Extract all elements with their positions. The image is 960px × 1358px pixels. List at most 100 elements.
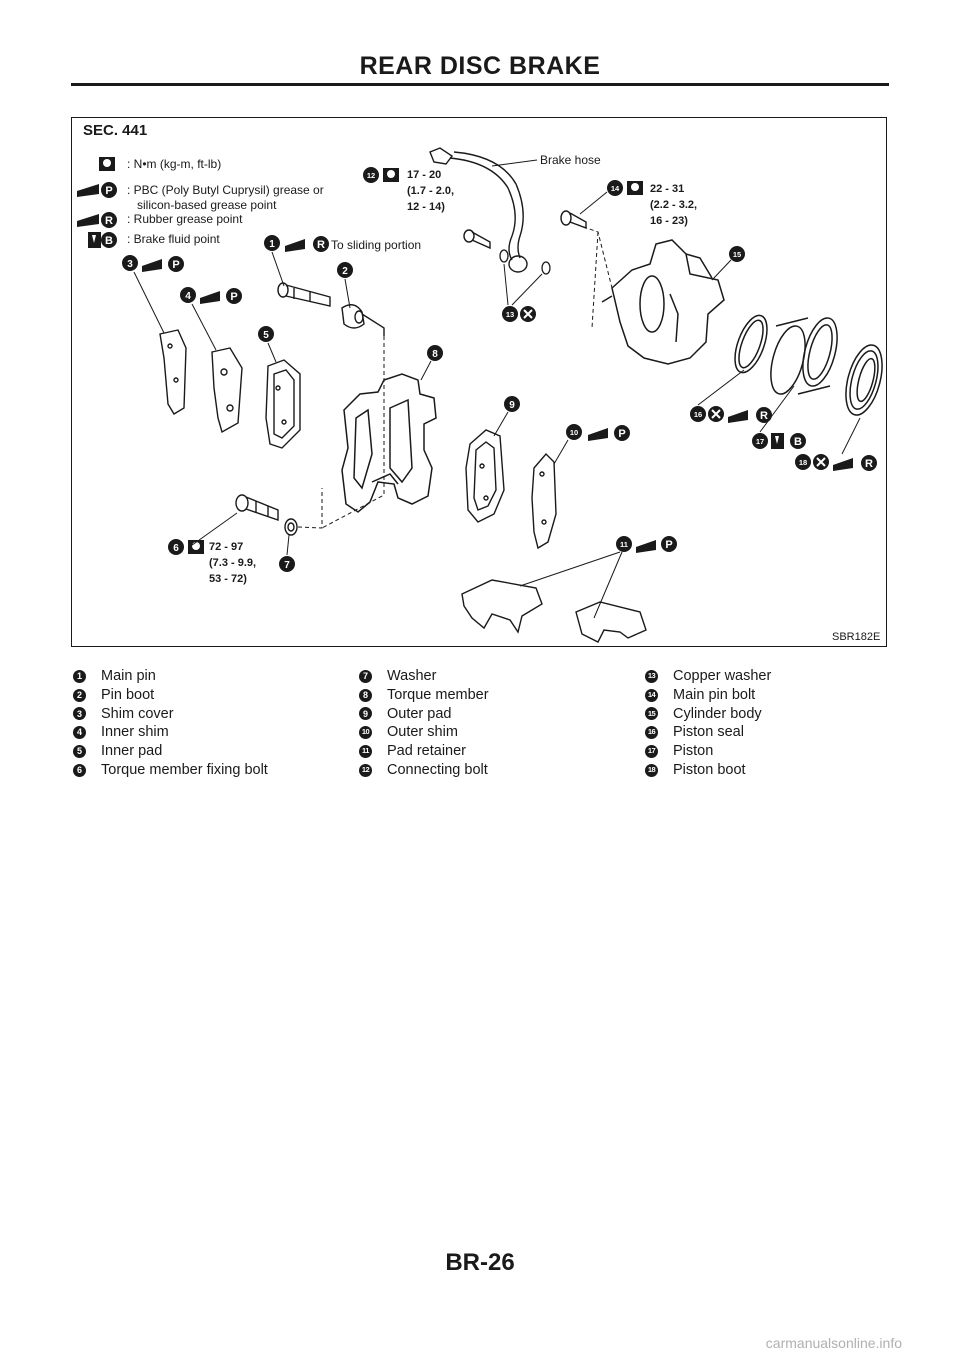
svg-text:1: 1 [269, 239, 275, 250]
part-name: Main pin bolt [673, 686, 756, 703]
outer-shim-drawing [531, 452, 557, 550]
svg-text:6: 6 [173, 543, 179, 554]
svg-text:4: 4 [185, 291, 191, 302]
badge-r-icon [756, 407, 772, 423]
do-not-reuse-icon [520, 306, 536, 322]
grease-gun-icon [142, 259, 162, 272]
brake-fluid-icon [88, 232, 101, 248]
part-name: Pin boot [101, 686, 155, 703]
callout-12: 12 [363, 167, 379, 183]
part-name: Shim cover [101, 705, 174, 722]
section-label: SEC. 441 [83, 122, 147, 139]
list-item: 14 Main pin bolt [645, 686, 893, 705]
callout-number-icon: 12 [359, 763, 372, 777]
main-pin-bolt-drawing [560, 210, 587, 230]
badge-r-icon [313, 236, 329, 252]
svg-text:18: 18 [799, 458, 807, 467]
callout-number-icon: 18 [645, 763, 658, 777]
callout-14: 14 [607, 180, 623, 196]
callout-number-icon: 14 [645, 688, 658, 702]
svg-text:B: B [105, 235, 113, 247]
svg-text:5: 5 [263, 330, 269, 341]
grease-gun-icon [588, 428, 608, 441]
callout-17: 17 [752, 433, 768, 449]
callout-number-icon: 11 [359, 745, 372, 759]
torque-14-line-3: 16 - 23) [650, 215, 688, 227]
torque-6-line-3: 53 - 72) [209, 573, 247, 585]
callout-2: 2 [337, 262, 353, 278]
shim-cover-drawing [159, 329, 187, 415]
part-name: Washer [387, 668, 437, 684]
part-name: Main pin [101, 668, 156, 684]
part-name: Piston seal [673, 724, 744, 741]
grease-gun-icon [77, 214, 99, 227]
badge-p-icon [168, 256, 184, 272]
pin-boot-drawing [341, 304, 385, 336]
exploded-diagram: SEC. 441 : N•m (kg-m, ft-lb) P : PBC (Po… [71, 117, 887, 647]
piston-boot-drawing [845, 344, 883, 416]
badge-p-letter: P [665, 539, 672, 551]
callout-number-icon: 3 [73, 707, 86, 721]
do-not-reuse-icon [708, 406, 724, 422]
svg-text:P: P [105, 185, 112, 197]
svg-text:10: 10 [570, 428, 578, 437]
callout-number-icon: 2 [73, 688, 86, 702]
torque-14-line-1: 22 - 31 [650, 183, 684, 195]
brake-hose-label: Brake hose [540, 153, 601, 167]
part-name: Outer pad [387, 705, 452, 722]
pad-retainer-drawing [461, 579, 647, 643]
brake-fluid-icon [771, 433, 784, 449]
grease-gun-icon [728, 410, 748, 423]
inner-shim-drawing [211, 347, 243, 434]
badge-b-icon: B [101, 232, 117, 248]
legend-brake-fluid-text: : Brake fluid point [127, 232, 220, 246]
torque-14-line-2: (2.2 - 3.2, [650, 199, 697, 211]
callout-11: 11 [616, 536, 632, 552]
callout-number-icon: 7 [359, 669, 372, 683]
watermark: carmanualsonline.info [765, 1335, 902, 1351]
callout-8: 8 [427, 345, 443, 361]
piston-drawing [770, 317, 838, 395]
callout-number-icon: 10 [359, 726, 372, 740]
connecting-bolt-drawing [463, 229, 491, 250]
callout-6: 6 [168, 539, 184, 555]
badge-p-icon [614, 425, 630, 441]
part-name: Pad retainer [387, 743, 466, 760]
svg-text:16: 16 [694, 410, 702, 419]
do-not-reuse-icon [813, 454, 829, 470]
svg-text:17: 17 [756, 437, 764, 446]
torque-12-line-3: 12 - 14) [407, 201, 445, 213]
legend-pbc-text-2: silicon-based grease point [137, 198, 277, 212]
callout-number-icon: 17 [645, 745, 658, 759]
torque-12-line-1: 17 - 20 [407, 169, 441, 181]
grease-gun-icon [200, 291, 220, 304]
badge-p-icon [661, 536, 677, 552]
callout-number-icon: 4 [73, 726, 86, 740]
badge-r-letter: R [760, 410, 768, 422]
torque-member-drawing [341, 373, 437, 513]
piston-seal-drawing [734, 314, 768, 374]
part-name: Cylinder body [673, 705, 762, 722]
svg-text:11: 11 [620, 540, 628, 549]
page-header-title: REAR DISC BRAKE [359, 52, 601, 80]
part-name: Inner pad [101, 743, 163, 760]
callout-15: 15 [729, 246, 745, 262]
svg-text:R: R [105, 215, 113, 227]
callout-4: 4 [180, 287, 196, 303]
part-name: Inner shim [101, 724, 169, 741]
svg-text:3: 3 [127, 259, 133, 270]
brake-hose-drawing [429, 147, 528, 273]
callout-10: 10 [566, 424, 582, 440]
callout-number-icon: 13 [645, 669, 658, 683]
callout-number-icon: 8 [359, 688, 372, 702]
callout-1: 1 [264, 235, 280, 251]
header-rule [71, 83, 889, 86]
